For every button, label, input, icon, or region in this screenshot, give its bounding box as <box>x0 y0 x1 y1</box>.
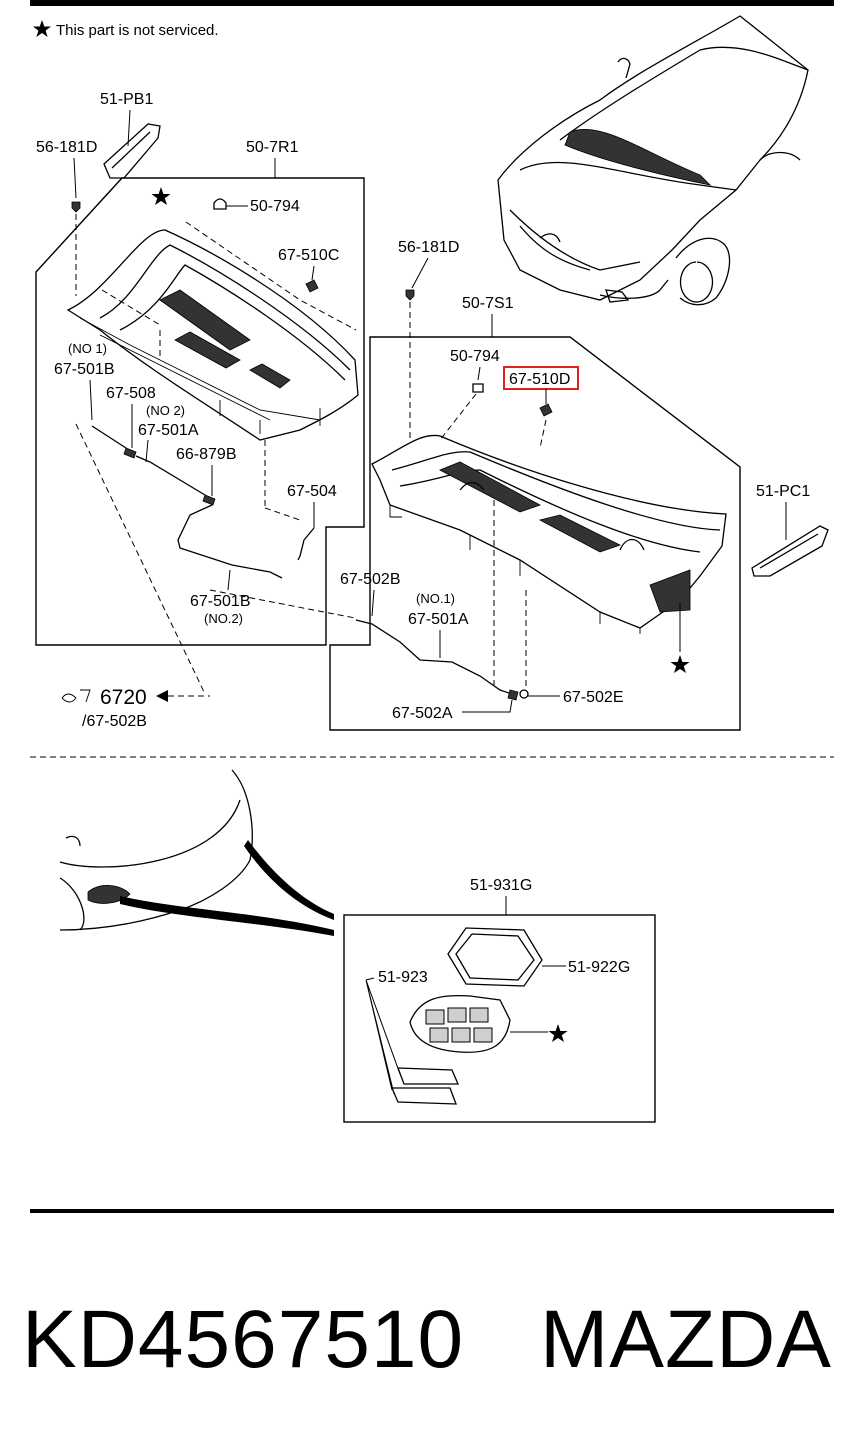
callout-51-pc1: 51-PC1 <box>756 483 810 500</box>
star-icon <box>151 187 171 205</box>
right-assembly-box <box>329 336 741 731</box>
callout-51-923: 51-923 <box>378 969 428 986</box>
hose-67-501b-bottom <box>177 504 283 579</box>
cowl-panel-right <box>371 434 727 634</box>
clip-50-794-right <box>472 383 484 393</box>
part-51-pb1 <box>103 123 161 179</box>
clip-56-181d-left <box>71 201 81 213</box>
label-no1-right: (NO.1) <box>416 591 455 606</box>
callout-50-794-right: 50-794 <box>450 348 500 365</box>
part-number: KD4567510 <box>22 1294 465 1385</box>
left-assembly-box <box>35 177 365 646</box>
callout-56-181d-left: 56-181D <box>36 139 97 156</box>
joint-67-502a <box>507 689 519 701</box>
callout-67-501b-bottom: 67-501B <box>190 593 251 610</box>
callout-50-794-left: 50-794 <box>250 198 300 215</box>
star-icon <box>670 655 690 673</box>
callout-67-510c: 67-510C <box>278 247 339 264</box>
callout-50-7r1: 50-7R1 <box>246 139 299 156</box>
check-valve-66-879b <box>202 494 216 506</box>
callout-51-931g: 51-931G <box>470 877 532 894</box>
nozzle-67-510c <box>305 279 319 293</box>
callout-67-501a-left: 67-501A <box>138 422 199 439</box>
callout-67-501a-right: 67-501A <box>408 611 469 628</box>
label-no2-bottom: (NO.2) <box>204 611 243 626</box>
bezel-51-922g <box>447 927 543 987</box>
clip-51-923-b <box>391 1087 457 1105</box>
nozzle-67-510d <box>539 403 553 417</box>
joint-67-502e <box>519 689 529 699</box>
callout-67-502b: 67-502B <box>340 571 401 588</box>
star-icon <box>548 1024 568 1042</box>
car-illustration <box>497 15 809 306</box>
hose-67-501a-right <box>355 619 513 695</box>
highlight-box <box>503 366 579 390</box>
label-no2-top: (NO 2) <box>146 403 185 418</box>
ref-6720: 6720 <box>100 686 147 709</box>
callout-67-502e: 67-502E <box>563 689 624 706</box>
callout-66-879b: 66-879B <box>176 446 237 463</box>
not-serviced-note: This part is not serviced. <box>56 22 219 39</box>
clip-51-923-a <box>397 1067 459 1085</box>
callout-67-502a: 67-502A <box>392 705 453 722</box>
footer: KD4567510 MAZDA <box>0 1290 864 1410</box>
callout-67-510d: 67-510D <box>509 371 570 388</box>
top-border <box>30 0 834 6</box>
grille-part <box>409 994 511 1053</box>
part-51-pc1 <box>751 525 829 577</box>
reference-arrow <box>156 690 168 702</box>
page-ref-icon <box>61 689 91 703</box>
callout-50-7s1: 50-7S1 <box>462 295 514 312</box>
clip-56-181d-right <box>405 289 415 301</box>
star-icon <box>33 20 51 37</box>
label-no1-left: (NO 1) <box>68 341 107 356</box>
callout-51-922g: 51-922G <box>568 959 630 976</box>
callout-56-181d-right: 56-181D <box>398 239 459 256</box>
hose-67-504 <box>297 527 315 561</box>
cowl-panel-left <box>66 229 359 441</box>
ref-67-502b: /67-502B <box>82 713 147 730</box>
callout-67-504: 67-504 <box>287 483 337 500</box>
brand-name: MAZDA <box>540 1294 832 1385</box>
hose-left-upper <box>91 425 127 449</box>
callout-51-pb1: 51-PB1 <box>100 91 153 108</box>
callout-67-501b-top: 67-501B <box>54 361 115 378</box>
bottom-rule <box>30 1209 834 1213</box>
fog-lamp-box <box>343 914 656 1123</box>
clip-50-794-left <box>213 198 227 210</box>
callout-67-508: 67-508 <box>106 385 156 402</box>
car-front-closeup <box>59 769 334 936</box>
joint-67-508 <box>123 447 137 459</box>
